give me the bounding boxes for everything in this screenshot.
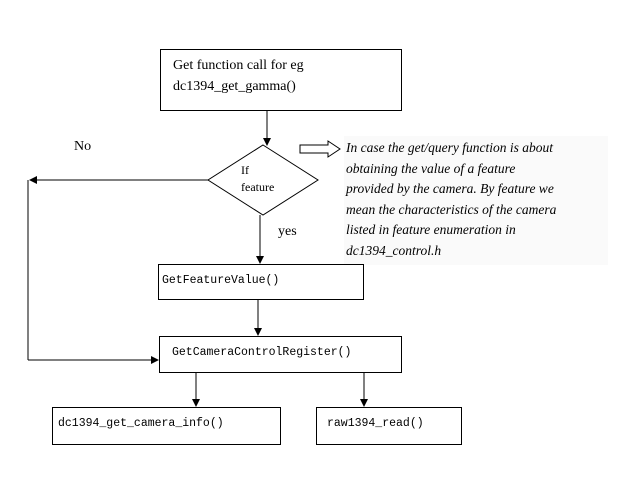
get-feature-value-label: GetFeatureValue() <box>162 274 280 287</box>
decision-label-feature: feature <box>241 180 275 194</box>
feature-note: In case the get/query function is about … <box>344 136 608 265</box>
get-camera-info-box: dc1394_get_camera_info() <box>52 407 281 445</box>
yes-label: yes <box>278 224 297 239</box>
get-camera-control-register-box: GetCameraControlRegister() <box>159 336 402 373</box>
get-camera-control-register-label: GetCameraControlRegister() <box>172 346 352 359</box>
note-block-arrow <box>299 140 341 158</box>
note-line-1: In case the get/query function is about <box>346 140 553 155</box>
note-line-4: mean the characteristics of the camera <box>346 201 557 217</box>
raw-read-label: raw1394_read() <box>327 417 424 430</box>
decision-diamond <box>207 144 319 216</box>
raw-read-box: raw1394_read() <box>316 407 462 445</box>
get-feature-value-box: GetFeatureValue() <box>158 264 364 300</box>
note-line-6: dc1394_control.h <box>346 242 442 258</box>
note-line-5: listed in feature enumeration in <box>346 222 516 237</box>
start-line-1: Get function call for eg <box>173 58 304 73</box>
note-line-3: provided by the camera. By feature we <box>346 181 554 196</box>
note-line-2: obtaining the value of a feature <box>346 160 516 176</box>
start-box: Get function call for eg dc1394_get_gamm… <box>160 49 402 111</box>
get-camera-info-label: dc1394_get_camera_info() <box>58 417 224 430</box>
decision-label-if: If <box>241 163 249 177</box>
no-label: No <box>74 139 92 154</box>
start-line-2: dc1394_get_gamma() <box>173 79 296 94</box>
